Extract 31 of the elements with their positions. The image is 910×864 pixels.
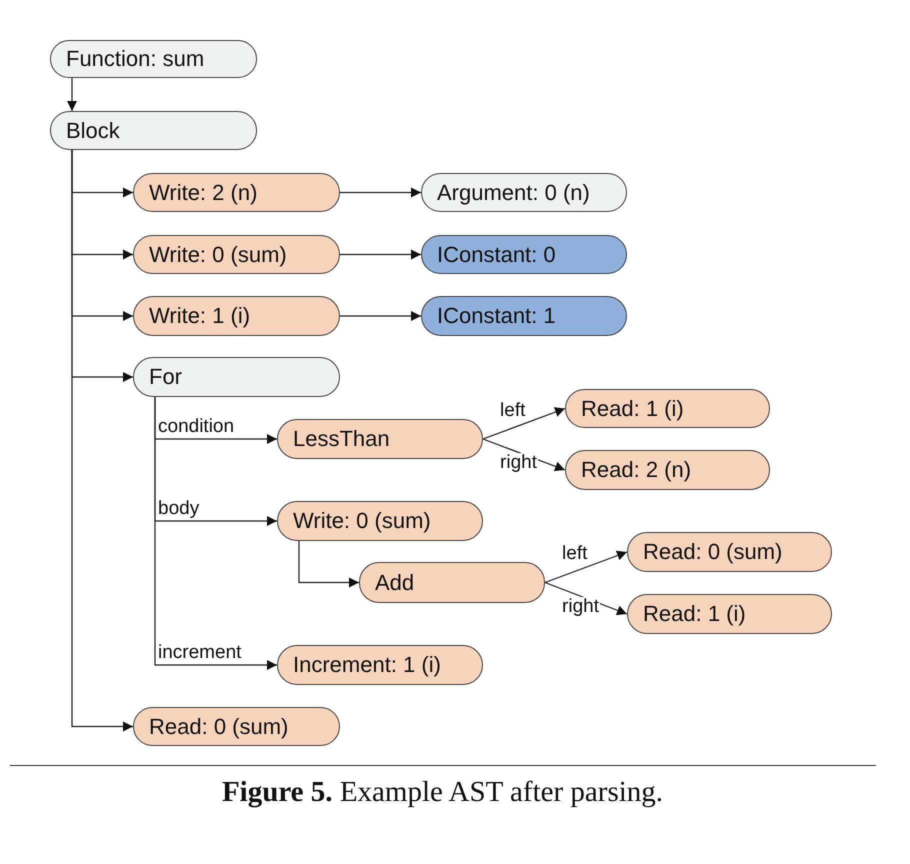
ast-node: LessThan [277,419,483,459]
ast-node: Read: 0 (sum) [133,707,340,746]
ast-node: Add [359,562,545,603]
ast-node: Read: 1 (i) [627,594,832,634]
arrow [298,541,359,588]
ast-node: Write: 0 (sum) [133,235,340,274]
ast-node: Read: 2 (n) [565,450,770,490]
ast-node: Write: 2 (n) [133,173,340,212]
ast-node: Increment: 1 (i) [277,645,483,685]
figure-caption: Figure 5. Example AST after parsing. [220,776,664,809]
arrow [482,407,566,440]
ast-node: Function: sum [50,40,257,78]
arrow [340,250,421,260]
ast-node: Block [50,111,257,150]
arrow [67,78,77,111]
ast-node: Argument: 0 (n) [421,173,627,212]
ast-node: Write: 1 (i) [133,296,340,336]
ast-node: IConstant: 1 [421,296,627,336]
arrow [71,150,133,732]
arrow [544,550,628,584]
edge-label: body [157,499,200,519]
arrow [340,188,421,198]
ast-node: Read: 1 (i) [565,389,770,428]
ast-node: For [133,357,340,397]
edge-label: right [561,597,600,618]
ast-node: IConstant: 0 [421,235,627,274]
arrow [154,397,277,670]
ast-node: Write: 0 (sum) [277,501,483,541]
arrow [340,311,421,321]
edge-label: right [499,453,538,474]
ast-node: Read: 0 (sum) [627,532,832,572]
